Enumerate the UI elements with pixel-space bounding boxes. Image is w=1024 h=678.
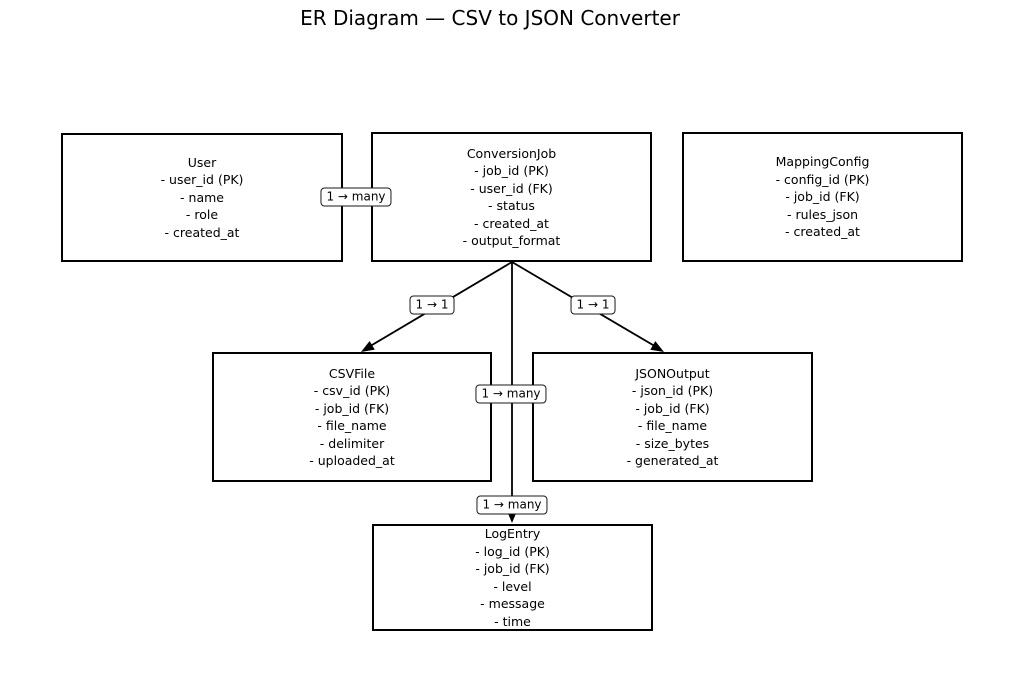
entity-attribute: - uploaded_at (309, 453, 395, 468)
entity-conversionjob: ConversionJob - job_id (PK) - user_id (F… (371, 132, 652, 262)
relationship-label-conversionjob-csvfile: 1 → 1 (409, 295, 455, 315)
entity-attribute: - job_id (FK) (635, 400, 710, 416)
entity-attribute: - job_id (FK) (475, 561, 550, 576)
arrowhead-jsonoutput (650, 341, 664, 352)
entity-attribute: - user_id (PK) (160, 172, 244, 188)
diagram-title: ER Diagram — CSV to JSON Converter (300, 6, 680, 30)
entity-mappingconfig: MappingConfig - config_id (PK) - job_id … (682, 132, 963, 262)
entity-name: ConversionJob (466, 145, 557, 161)
entity-attribute: - job_id (FK) (785, 189, 860, 205)
entity-attribute: - created_at (164, 224, 240, 240)
entity-name: LogEntry (484, 526, 541, 541)
entity-attribute: - created_at (474, 215, 549, 231)
entity-attribute: - csv_id (PK) (313, 383, 391, 398)
entity-attribute: - message (480, 596, 545, 611)
entity-jsonoutput: JSONOutput - json_id (PK) - job_id (FK) … (532, 352, 813, 482)
relationship-label-conversionjob-logentry-mid: 1 → many (475, 384, 547, 404)
entity-csvfile: CSVFile - csv_id (PK) - job_id (FK) - fi… (212, 352, 492, 482)
entity-attribute: - job_id (PK) (474, 163, 549, 178)
entity-attribute: - level (493, 578, 532, 594)
entity-attribute: - file_name (637, 418, 708, 433)
entity-attribute: - generated_at (626, 453, 719, 468)
entity-attribute: - file_name (317, 418, 387, 433)
entity-attribute: - user_id (FK) (470, 180, 553, 196)
entity-attribute: - json_id (PK) (631, 383, 714, 398)
entity-logentry: LogEntry - log_id (PK) - job_id (FK) - l… (372, 524, 653, 631)
entity-name: User (187, 154, 217, 170)
entity-user: User - user_id (PK) - name - role - crea… (61, 133, 343, 262)
entity-attribute: - delimiter (319, 435, 385, 451)
entity-attribute: - name (180, 189, 224, 205)
entity-attribute: - log_id (PK) (475, 543, 550, 559)
entity-name: MappingConfig (775, 154, 870, 170)
entity-attribute: - created_at (785, 224, 860, 240)
entity-name: JSONOutput (635, 365, 710, 381)
entity-attribute: - config_id (PK) (775, 171, 870, 187)
arrowhead-csvfile (361, 341, 375, 352)
entity-attribute: - job_id (FK) (314, 400, 390, 416)
entity-attribute: - size_bytes (635, 435, 710, 451)
entity-attribute: - output_format (462, 233, 561, 248)
entity-attribute: - status (488, 198, 535, 213)
entity-attribute: - role (185, 207, 219, 223)
entity-attribute: - time (494, 613, 531, 629)
relationship-label-user-conversionjob: 1 → many (320, 187, 392, 207)
entity-attribute: - rules_json (786, 206, 859, 222)
relationship-label-conversionjob-logentry: 1 → many (476, 495, 548, 515)
entity-name: CSVFile (328, 365, 376, 381)
relationship-label-conversionjob-jsonoutput: 1 → 1 (570, 295, 616, 315)
